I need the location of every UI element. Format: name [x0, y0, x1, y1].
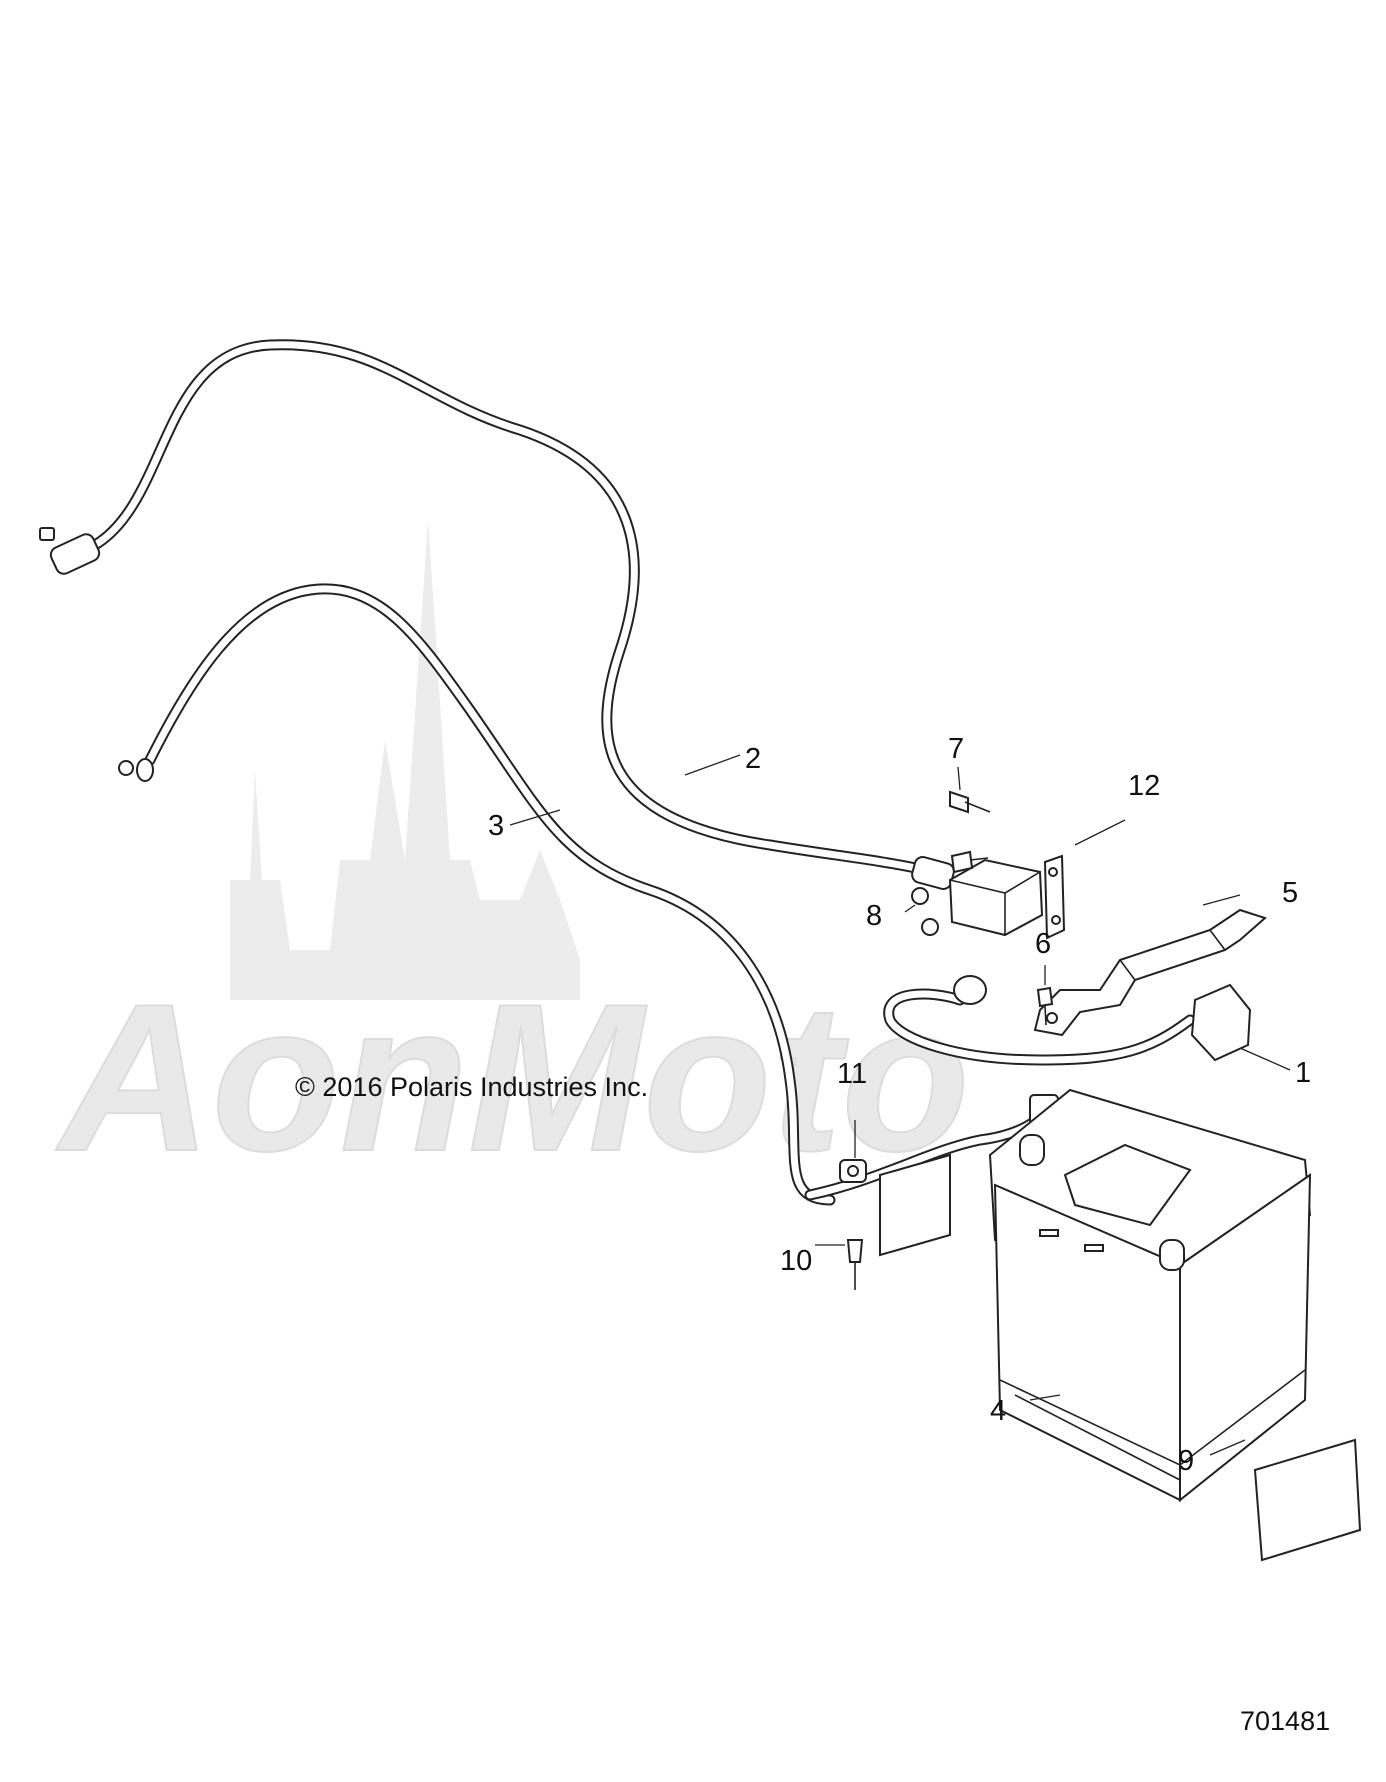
cable-3 [118, 583, 836, 1206]
stud-10 [846, 1239, 864, 1290]
callout-2: 2 [745, 743, 761, 775]
callout-12: 12 [1128, 770, 1160, 802]
bolt-6 [1036, 986, 1054, 1026]
watermark-logo-text: AonMoto [55, 960, 970, 1195]
watermark-skyline [230, 520, 580, 1000]
battery [988, 1088, 1312, 1503]
nut-8 [911, 887, 939, 936]
bracket [1033, 908, 1267, 1037]
callout-3: 3 [488, 810, 504, 842]
drawing-number: 701481 [1240, 1706, 1330, 1736]
callout-8: 8 [866, 900, 882, 932]
copyright-notice: © 2016 Polaris Industries Inc. [295, 1072, 648, 1102]
cable-2 [39, 339, 955, 890]
nut-11 [839, 1159, 867, 1183]
callout-11: 11 [837, 1058, 867, 1090]
callout-9: 9 [1178, 1445, 1194, 1477]
callout-4: 4 [990, 1395, 1006, 1427]
callout-10: 10 [780, 1245, 812, 1277]
callout-5: 5 [1282, 877, 1298, 909]
callout-7: 7 [948, 733, 964, 765]
fasteners [839, 790, 1054, 1290]
callout-1: 1 [1295, 1057, 1311, 1089]
callout-6: 6 [1035, 928, 1051, 960]
cable-1 [883, 975, 1252, 1066]
pads [879, 1153, 1362, 1562]
bolt-7 [949, 790, 991, 874]
callouts: 1 2 3 4 5 6 7 8 9 10 11 12 [488, 733, 1311, 1477]
leader-lines [509, 754, 1291, 1456]
watermark: AonMoto [54, 520, 971, 1196]
solenoid [948, 854, 1066, 940]
